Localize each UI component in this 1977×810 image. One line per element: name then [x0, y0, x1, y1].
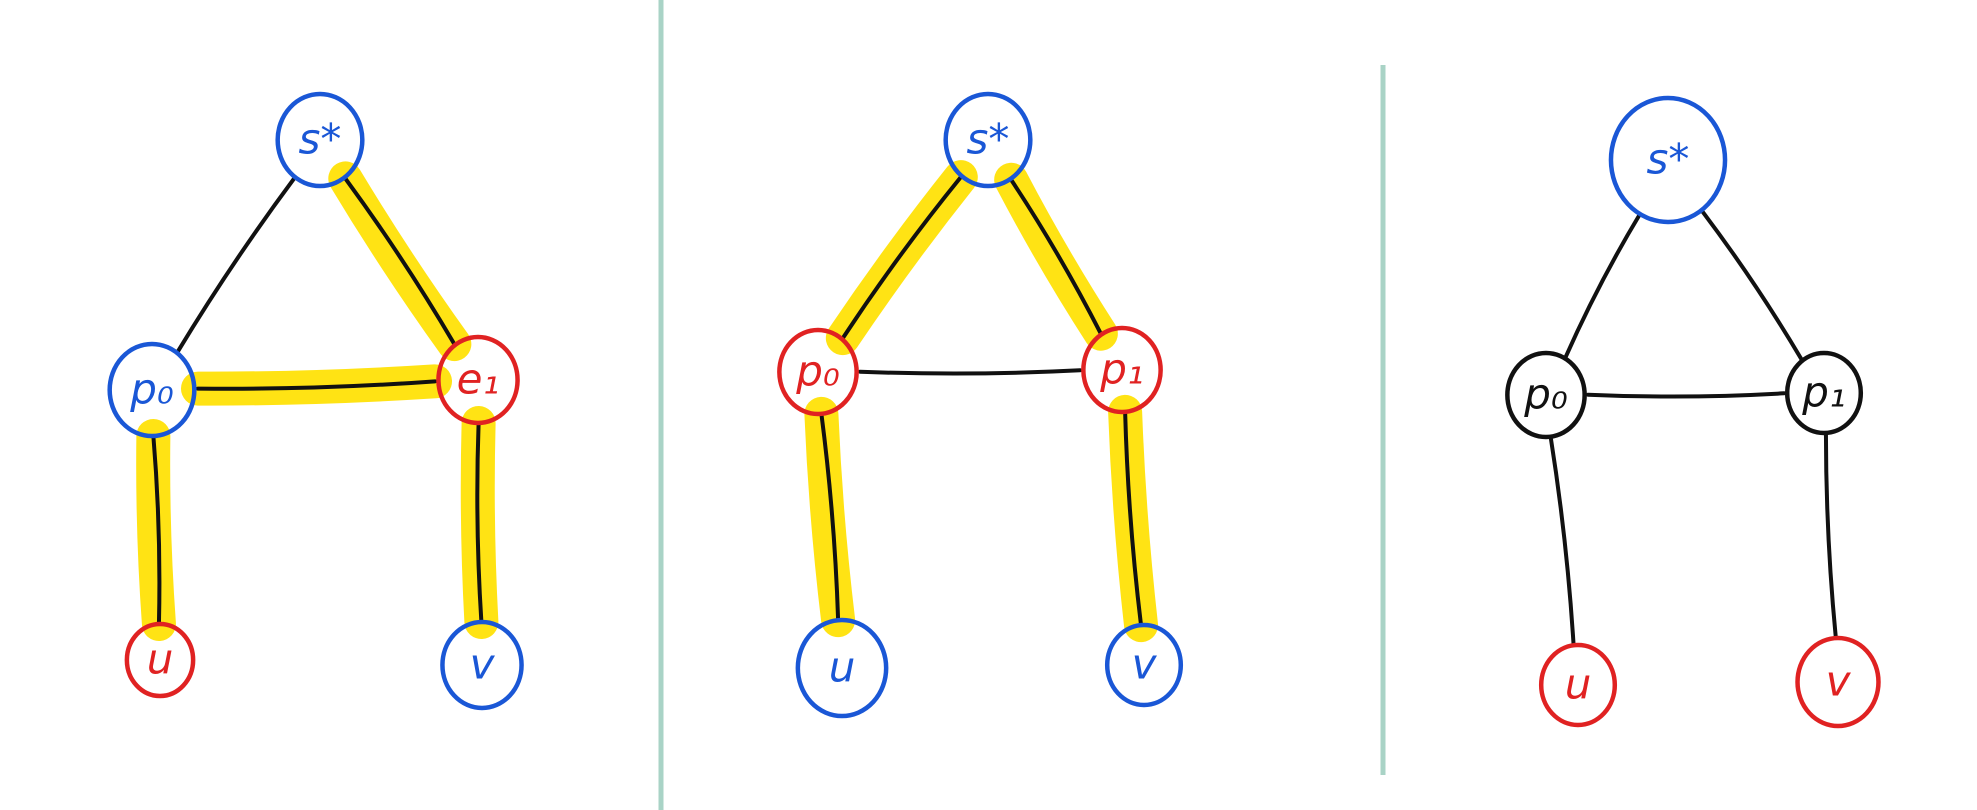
edge-p1-v	[1123, 409, 1144, 628]
node-label-p0: p₀	[129, 365, 174, 414]
node-label-u: u	[829, 643, 856, 692]
node-label-v: v	[1826, 657, 1852, 706]
node-label-s: s*	[967, 115, 1010, 164]
node-label-u: u	[147, 635, 174, 684]
node-label-u: u	[1565, 660, 1592, 709]
node-label-p0: p₀	[1523, 370, 1568, 419]
edge-p0-p1	[857, 368, 1082, 376]
node-u	[124, 621, 196, 699]
edge-p1-v	[1823, 430, 1838, 641]
node-s	[1608, 95, 1728, 225]
edge-p0-p1	[1586, 391, 1786, 399]
edge-s-p1	[1700, 209, 1804, 362]
edge-s-p0	[175, 176, 297, 354]
node-v	[1104, 622, 1184, 708]
node-label-s: s*	[1647, 135, 1690, 184]
edge-p0-p1	[195, 379, 438, 391]
edge-p0-u	[1548, 434, 1576, 648]
node-label-p1: p₁	[1801, 368, 1846, 417]
node-p0	[1505, 350, 1587, 440]
node-label-v: v	[470, 640, 496, 689]
node-label-p0: p₀	[795, 347, 840, 396]
node-u	[795, 617, 889, 719]
edge-p0-u	[819, 411, 841, 623]
edge-s-p0	[1563, 213, 1642, 360]
node-label-s: s*	[299, 115, 342, 164]
node-v	[440, 619, 524, 711]
edge-s-p1	[1009, 177, 1103, 336]
node-label-p1: p₁	[1099, 345, 1144, 394]
node-p1	[1081, 325, 1163, 415]
node-label-p1: e₁	[457, 355, 500, 404]
node-p1	[1784, 350, 1864, 436]
edge-s-p0	[840, 175, 963, 341]
node-p1	[436, 334, 520, 426]
edge-p1-v	[475, 420, 484, 625]
node-u	[1538, 642, 1618, 728]
node-v	[1795, 635, 1881, 729]
edge-p0-u	[151, 433, 162, 627]
edge-s-p1	[343, 176, 457, 347]
panel-1: s* p₀ e₁ u v	[107, 91, 524, 711]
panel-3: s* p₀ p₁ u v	[1505, 95, 1881, 729]
node-p0	[777, 327, 859, 417]
node-s	[943, 91, 1033, 189]
node-s	[275, 91, 365, 189]
node-label-v: v	[1132, 640, 1158, 689]
node-p0	[107, 341, 197, 439]
panel-2: s* p₀ p₁ u v	[777, 91, 1184, 719]
